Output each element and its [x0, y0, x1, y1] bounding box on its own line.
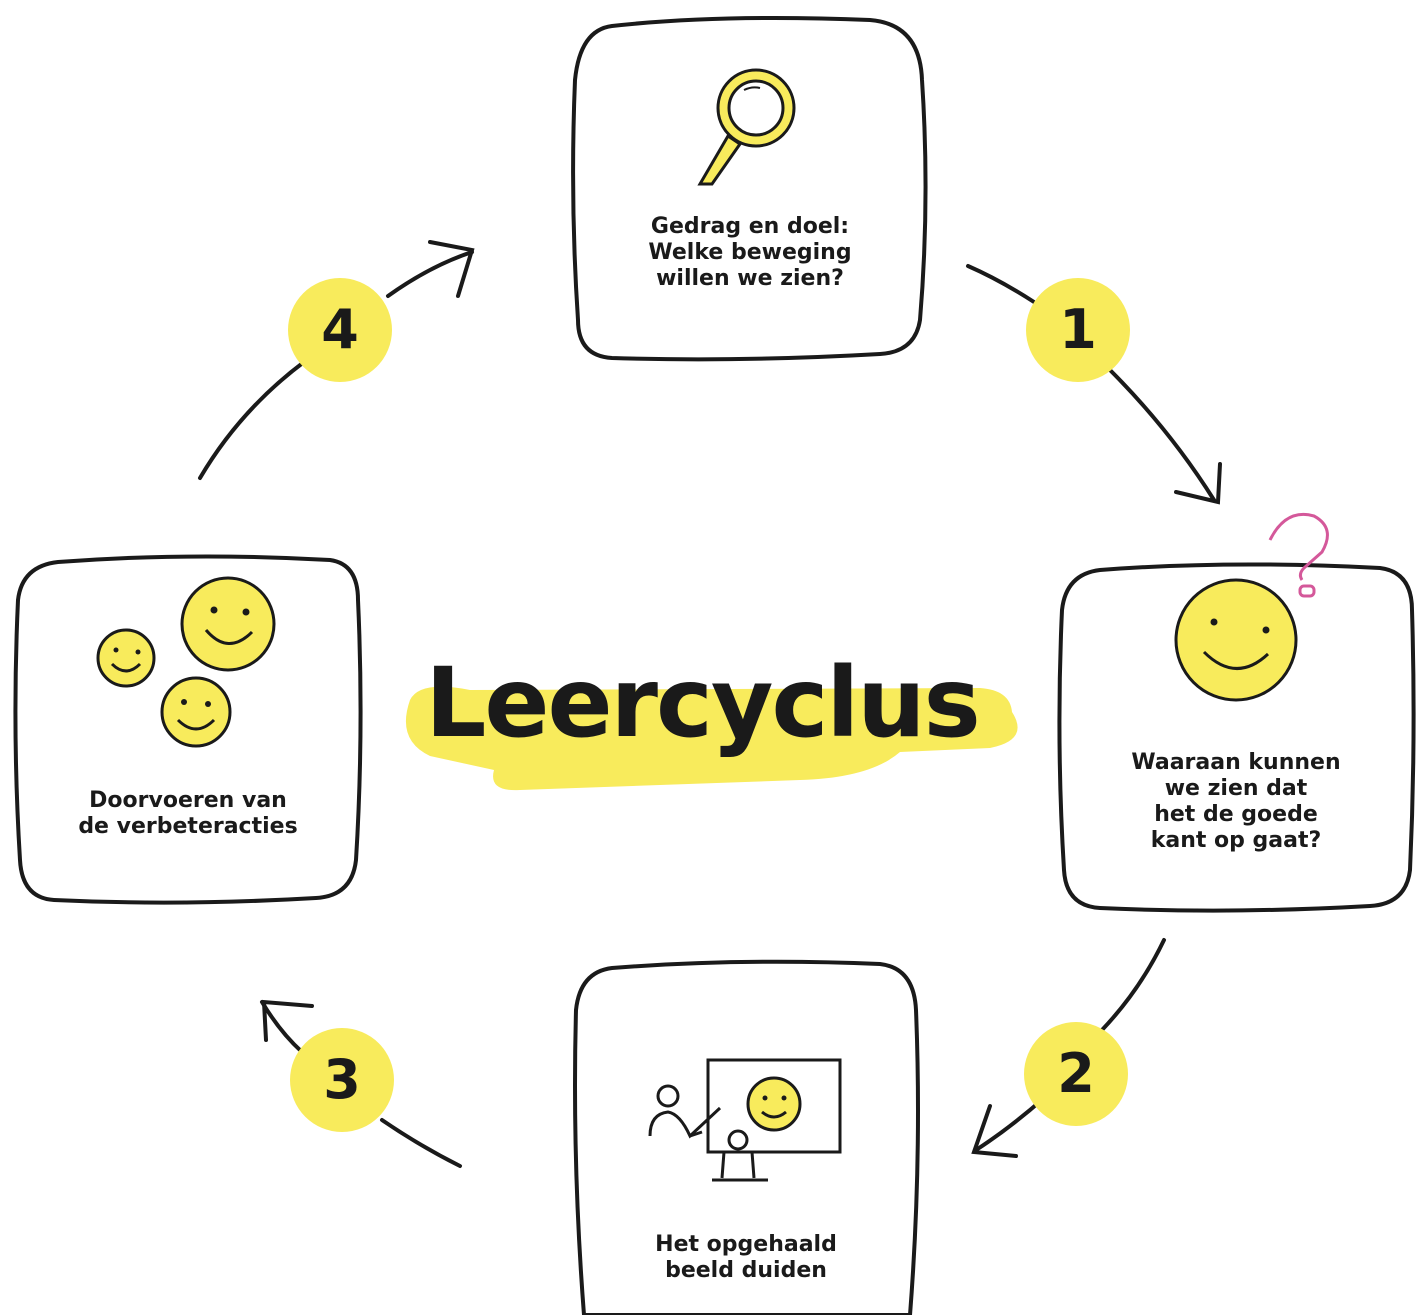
number-circle-2: [1024, 1022, 1128, 1126]
magnifier-icon: [697, 68, 796, 186]
step-3-number: 3: [323, 1048, 361, 1111]
arrow-4: [198, 240, 475, 480]
step-2-number: 2: [1057, 1042, 1095, 1105]
step-4-number: 4: [321, 298, 359, 361]
step-1-label: Gedrag en doel: Welke beweging willen we…: [648, 214, 852, 291]
arrow-1: [966, 264, 1222, 505]
card-right: [1057, 562, 1416, 913]
smiley-question-icon: [1174, 513, 1329, 702]
number-circle-1: [1026, 278, 1130, 382]
step-4-label: Doorvoeren van de verbeteracties: [78, 788, 298, 839]
step-3-label: Het opgehaald beeld duiden: [655, 1232, 837, 1283]
step-2-label: Waaraan kunnen we zien dat het de goede …: [1131, 750, 1341, 853]
step-1-number: 1: [1059, 298, 1097, 361]
title-highlight: [405, 686, 1018, 791]
number-circle-3: [290, 1028, 394, 1132]
group-smileys-icon: [96, 576, 276, 748]
card-top: [571, 16, 928, 362]
number-circle-4: [288, 278, 392, 382]
diagram-title: Leercyclus: [425, 647, 981, 759]
presentation-icon: [648, 1058, 842, 1182]
arrow-3: [260, 999, 462, 1168]
